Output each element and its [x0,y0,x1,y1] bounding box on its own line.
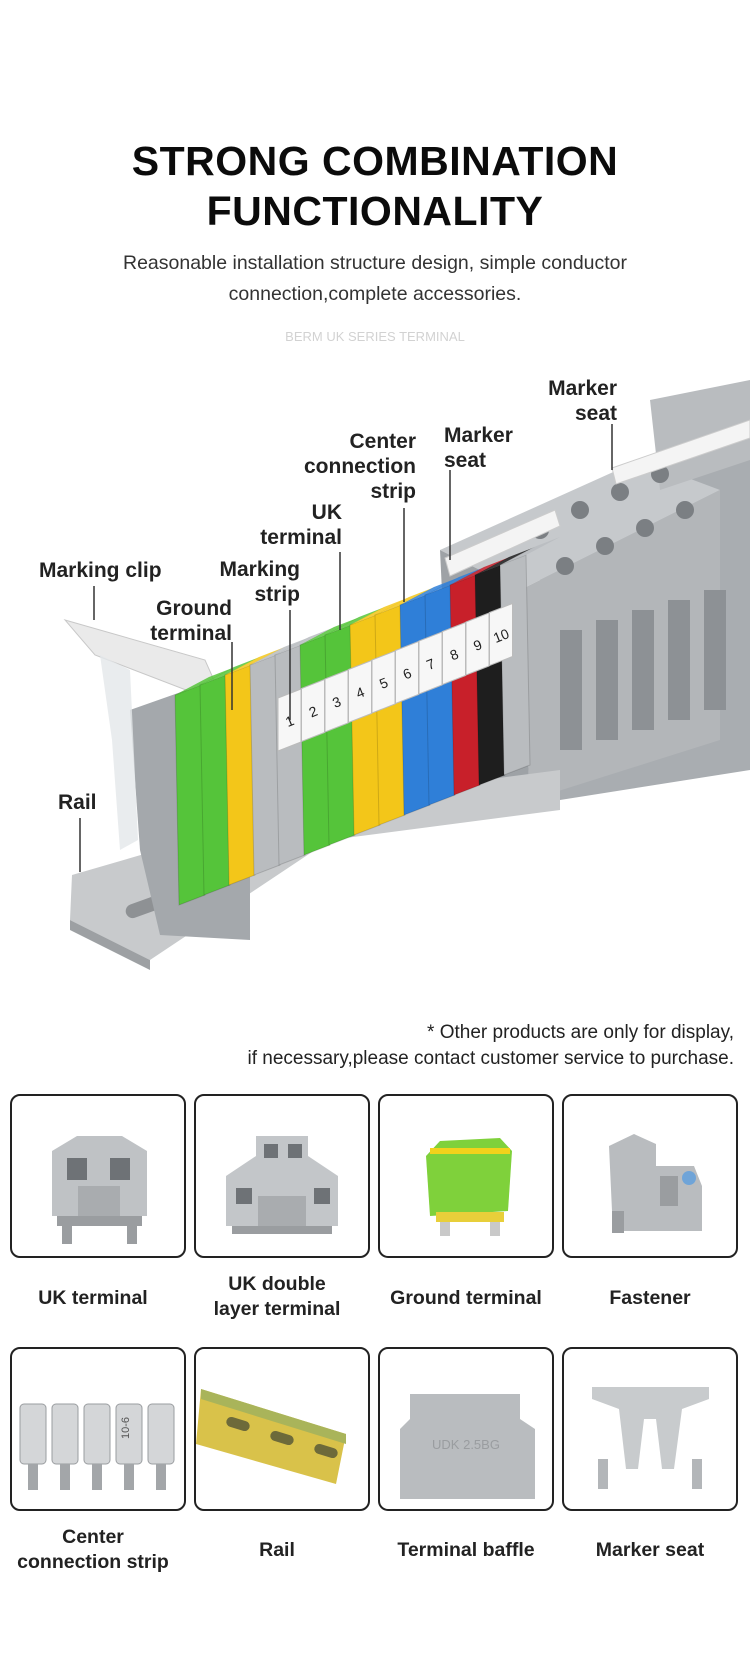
terminal-top-blue [425,567,485,595]
terminal-top-yellow [350,597,410,625]
product-card-center-connection-strip: 10-6 [10,1347,186,1511]
terminal-top-green [200,657,260,685]
label-rail: Rail [58,791,97,814]
product-name-rail: Rail [259,1539,295,1561]
marker-seat-icon [592,1387,709,1489]
product-card-uk-double-layer [194,1094,370,1258]
product-name-fastener: Fastener [609,1287,691,1309]
product-name-terminal-baffle: Terminal baffle [397,1539,535,1561]
terminal-top-green [175,667,235,695]
product-name-ground-terminal: Ground terminal [390,1287,542,1309]
ground-terminal-icon [426,1138,512,1236]
product-name-marker-seat: Marker seat [595,1539,705,1561]
product-card-uk-terminal [10,1094,186,1258]
uk-double-layer-terminal-icon [226,1136,338,1234]
product-card-rail [194,1347,370,1511]
strip-imprint: 10-6 [120,1417,132,1439]
terminal-top-grey [250,637,310,665]
fastener-icon [609,1134,702,1233]
terminal-top-blue [400,577,460,605]
product-card-terminal-baffle: UDK 2.5BG [378,1347,554,1511]
rail-icon [196,1389,346,1484]
product-card-ground-terminal [378,1094,554,1258]
subtitle-line-2: connection,complete accessories. [228,283,522,305]
series-caption: BERM UK SERIES TERMINAL [285,329,465,344]
uk-terminal-icon [52,1136,147,1244]
title-line-1: STRONG COMBINATION [131,138,619,184]
terminal-grey [499,554,531,776]
subtitle-line-1: Reasonable installation structure design… [122,252,628,274]
baffle-imprint: UDK 2.5BG [432,1437,500,1452]
center-connection-strip-icon: 10-6 [19,1403,175,1490]
terminal-top-red [450,557,510,585]
label-marking-clip: Marking clip [39,559,162,582]
terminal-top-green [300,617,360,645]
terminal-top-yellow [225,647,285,675]
page-title: STRONG COMBINATION FUNCTIONALITY [0,136,750,236]
terminal-green [174,684,206,906]
terminal-baffle-icon: UDK 2.5BG [400,1394,535,1499]
terminal-top-grey [500,537,560,565]
product-name-uk-terminal: UK terminal [38,1287,148,1309]
page-subtitle: Reasonable installation structure design… [75,248,675,310]
terminal-top-yellow [375,587,435,615]
title-line-2: FUNCTIONALITY [206,188,544,234]
terminal-grey [249,654,281,876]
product-card-marker-seat [562,1347,738,1511]
product-card-fastener [562,1094,738,1258]
marking-strip-cell [489,602,513,667]
terminal-green [199,674,231,896]
leader-lines [79,424,613,872]
marking-strip-number: 10 [491,625,512,646]
terminal-top-black [475,547,535,575]
disclaimer-note: * Other products are only for display, i… [247,1022,735,1069]
terminal-yellow [224,664,256,886]
